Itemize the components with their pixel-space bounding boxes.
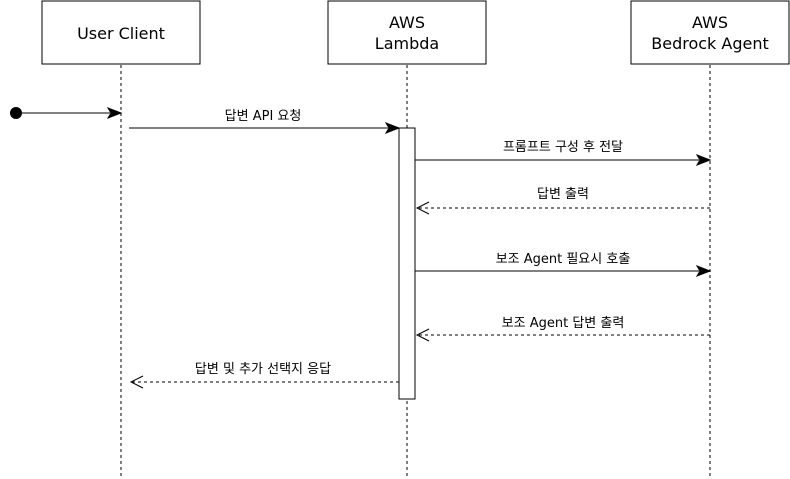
participant-user-client: User Client <box>41 0 201 65</box>
message-arrowhead <box>695 265 712 277</box>
participant-label-line-1: AWS <box>692 13 728 32</box>
participant-label-line-2: Lambda <box>375 34 439 53</box>
message-arrowhead <box>415 328 430 342</box>
participant-box <box>327 0 487 65</box>
message-sub-agent-output: 보조 Agent 답변 출력 <box>415 316 710 342</box>
found-message-arrowhead <box>106 107 123 119</box>
message-arrowhead <box>415 201 430 215</box>
participant-box <box>41 0 201 65</box>
message-response: 답변 및 추가 선택지 응답 <box>129 362 399 389</box>
participant-aws-lambda: AWS Lambda <box>327 0 487 65</box>
participant-label: User Client <box>77 24 165 43</box>
message-label: 답변 API 요청 <box>225 109 302 124</box>
activation-bar-aws-lambda <box>398 127 416 400</box>
message-label: 보조 Agent 필요시 호출 <box>496 252 631 267</box>
message-call-sub-agent: 보조 Agent 필요시 호출 <box>415 252 712 277</box>
message-arrowhead <box>384 122 401 134</box>
message-arrowhead <box>695 154 712 166</box>
message-answer-output: 답변 출력 <box>415 187 710 215</box>
message-arrowhead <box>129 375 144 389</box>
message-label: 답변 출력 <box>537 187 589 202</box>
participant-aws-bedrock-agent: AWS Bedrock Agent <box>630 0 790 65</box>
message-label: 프롬프트 구성 후 전달 <box>503 140 623 155</box>
participant-box <box>630 0 790 65</box>
message-request: 답변 API 요청 <box>129 109 401 134</box>
participant-label-line-1: AWS <box>389 13 425 32</box>
message-send-prompt: 프롬프트 구성 후 전달 <box>415 140 712 166</box>
message-label: 답변 및 추가 선택지 응답 <box>195 362 331 377</box>
found-message <box>10 107 123 119</box>
message-label: 보조 Agent 답변 출력 <box>502 316 625 331</box>
participant-label-line-2: Bedrock Agent <box>651 34 769 53</box>
